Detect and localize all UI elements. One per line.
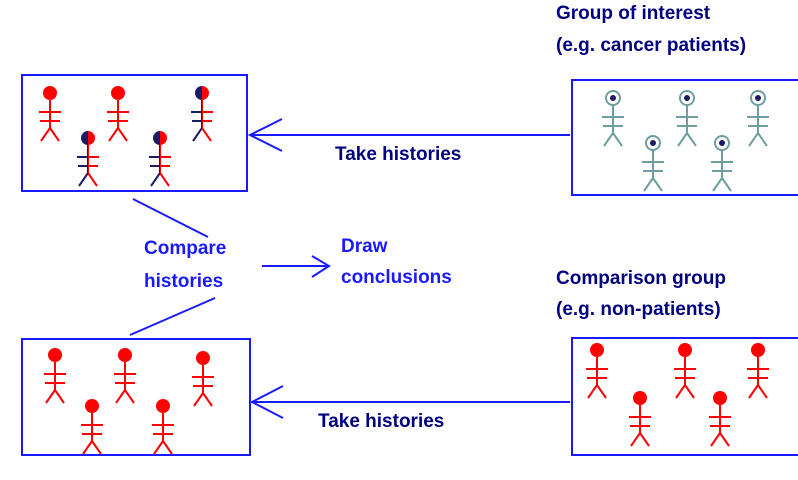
person-icon [676,90,698,147]
person-icon [674,343,696,399]
comparison-group-people [586,343,769,447]
person-icon [747,90,769,147]
person-icon [629,391,651,447]
person-icon [747,343,769,399]
person-icon [191,86,213,142]
box-comparison-group [571,337,798,456]
person-icon [152,399,174,455]
compare-histories-label-line2: histories [144,271,224,292]
group-top-left-people [39,86,213,187]
arrow-take-histories-top [247,118,570,152]
take-histories-label-top: Take histories [335,144,462,165]
person-icon [711,135,733,192]
arrow-icon [247,118,283,152]
group-bottom-left-people [44,348,214,455]
person-icon [77,131,99,187]
box-top-left [21,74,248,192]
group-of-interest-people [602,90,769,192]
arrow-icon [311,255,331,278]
comparison-group-title: Comparison group [556,268,726,289]
connector-line-top [132,198,209,238]
person-icon [586,343,608,399]
arrow-take-histories-bottom [249,385,570,419]
arrow-draw-conclusions [262,255,331,278]
person-icon [114,348,136,404]
person-icon [81,399,103,455]
person-icon [107,86,129,142]
group-of-interest-example: (e.g. cancer patients) [556,35,747,56]
draw-conclusions-label-line2: conclusions [341,267,452,288]
compare-histories-label-line1: Compare [144,238,227,259]
connector-line-bottom [129,297,216,336]
person-icon [709,391,731,447]
person-icon [39,86,61,142]
person-icon [44,348,66,404]
comparison-group-example: (e.g. non-patients) [556,299,721,320]
group-of-interest-title: Group of interest [556,3,711,24]
person-icon [192,351,214,407]
take-histories-label-bottom: Take histories [318,411,445,432]
arrow-icon [249,385,284,419]
box-bottom-left [21,338,251,456]
person-icon [149,131,171,187]
person-icon [642,135,664,192]
person-icon [602,90,624,147]
draw-conclusions-label-line1: Draw [341,236,388,257]
box-group-of-interest [571,79,798,196]
